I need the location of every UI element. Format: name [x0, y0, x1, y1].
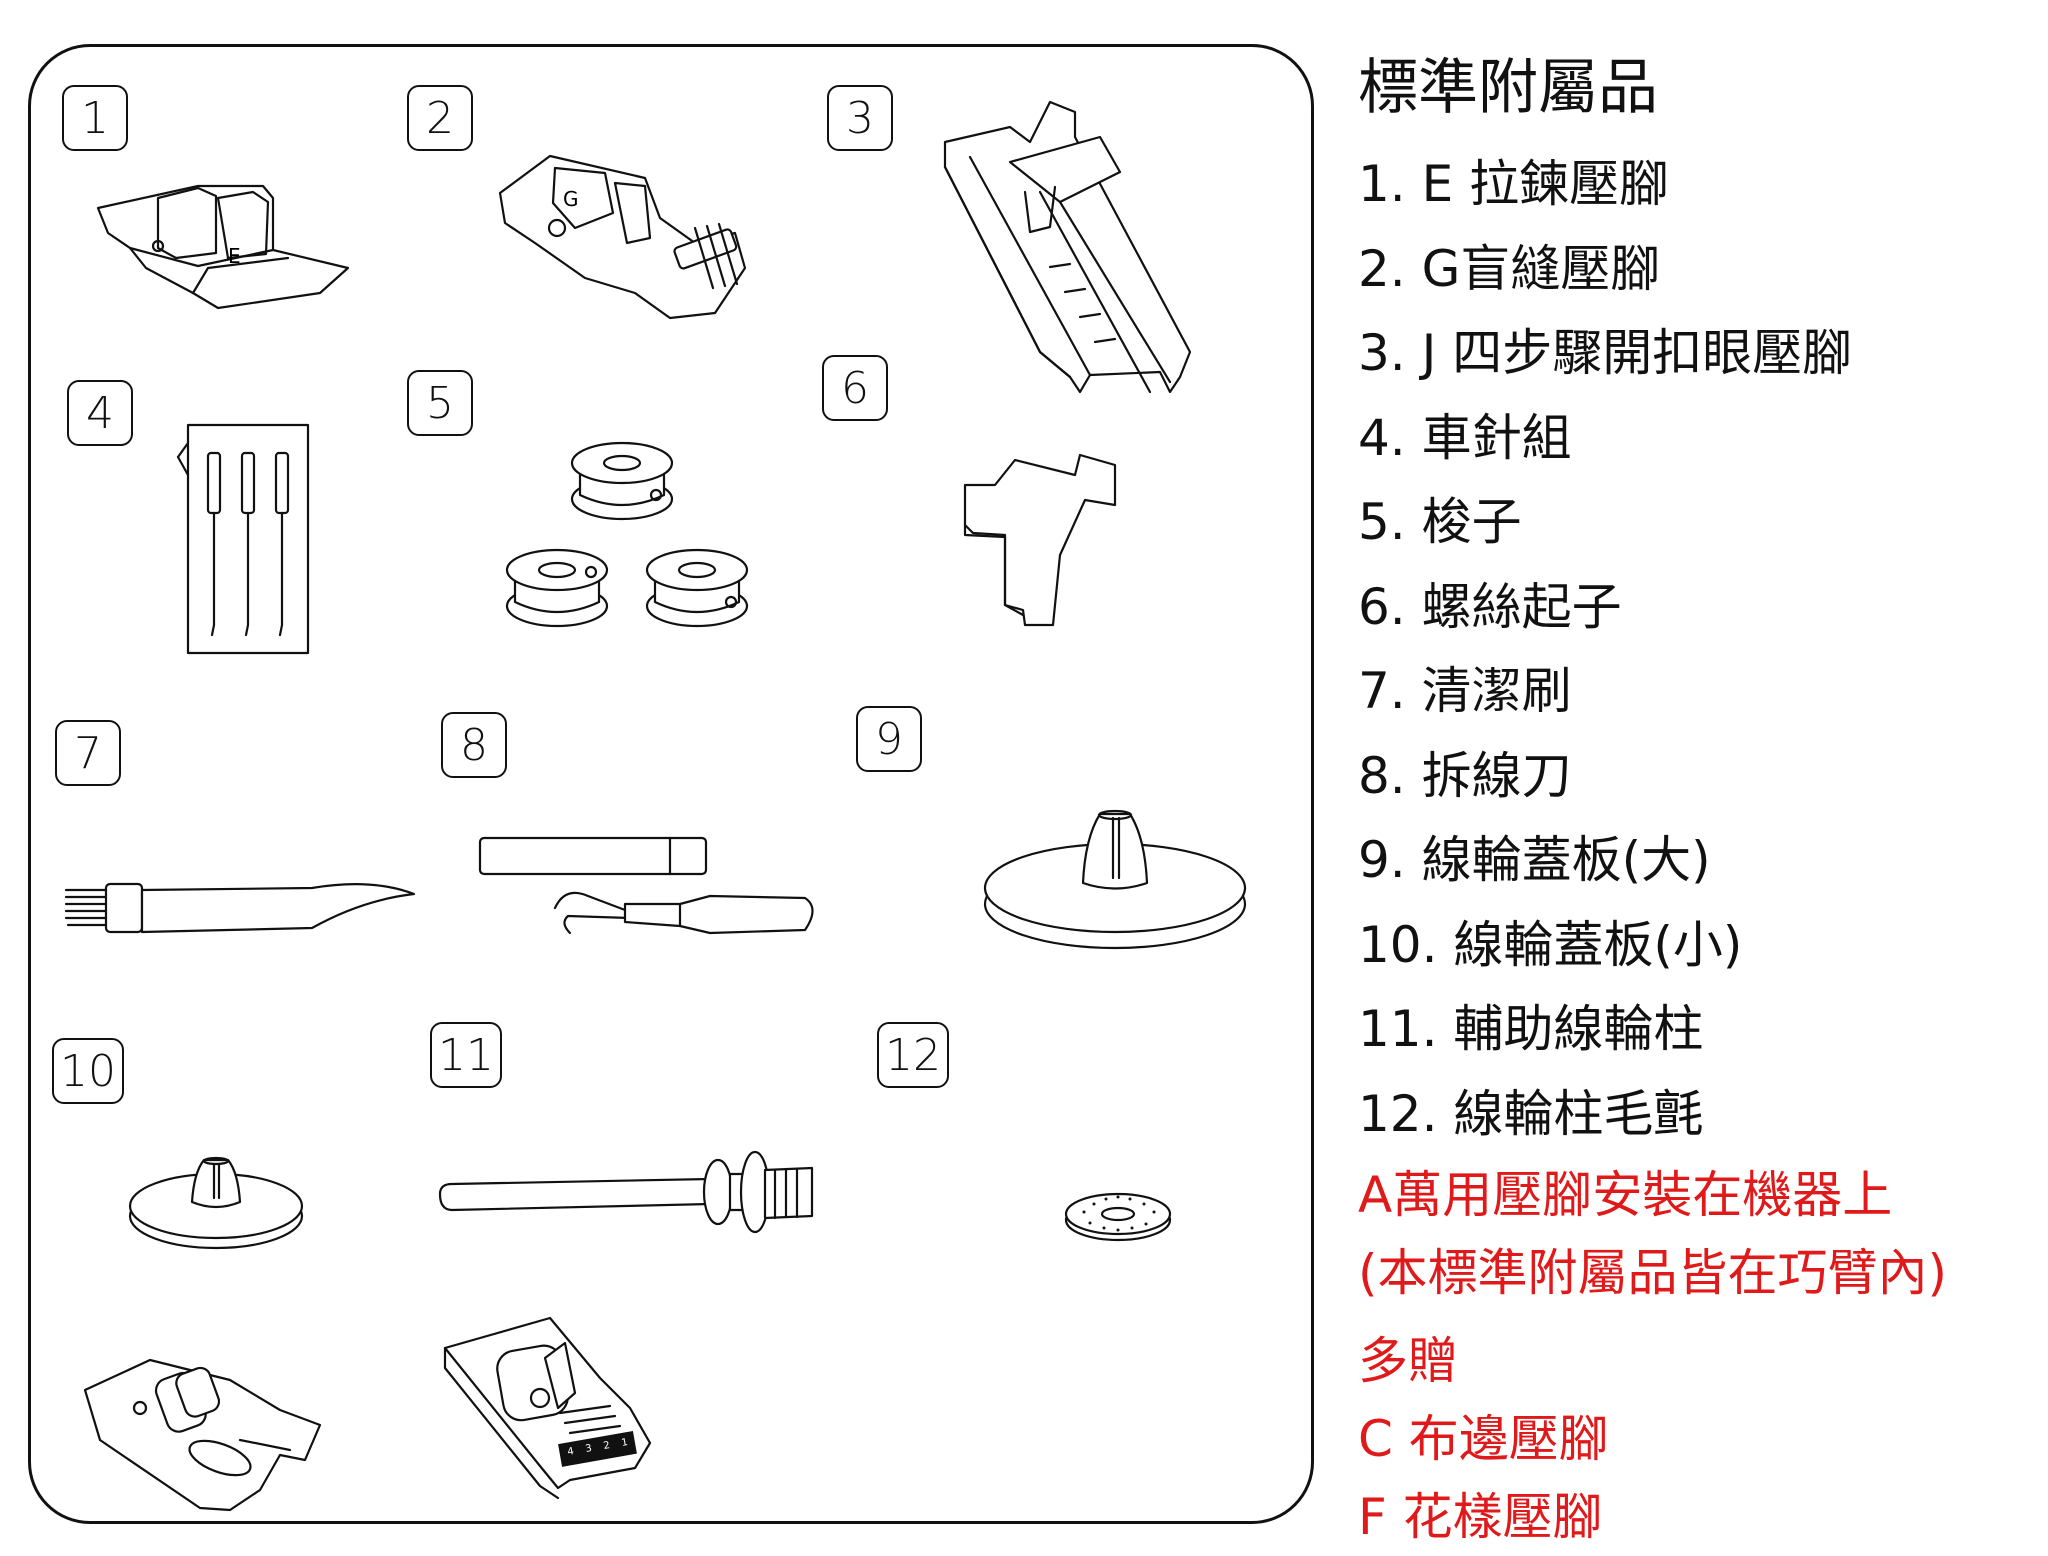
badge-5: 5: [407, 370, 473, 436]
legend-note-installed-foot: A萬用壓腳安裝在機器上: [1358, 1166, 1893, 1224]
legend-item-6: 6. 螺絲起子: [1358, 577, 1622, 636]
legend-item-7: 7. 清潔刷: [1358, 662, 1572, 720]
needle-set-illustration: [176, 423, 310, 655]
legend-title: 標準附屬品: [1358, 53, 1658, 123]
felt-dots: [1082, 1195, 1156, 1232]
cleaning-brush-illustration: [64, 882, 416, 934]
bobbins-illustration: [505, 441, 749, 628]
badge-3: 3: [827, 85, 893, 151]
legend-item-11: 11. 輔助線輪柱: [1358, 1000, 1704, 1058]
auxiliary-spool-pin-illustration: [438, 1150, 814, 1234]
badge-4: 4: [67, 380, 133, 446]
badge-10: 10: [52, 1038, 124, 1104]
needle-2: [240, 451, 256, 637]
spool-cap-small-illustration: [128, 1156, 304, 1250]
seam-ripper-body: [553, 891, 814, 935]
e-foot-letter: E: [228, 244, 241, 268]
badge-11: 11: [430, 1022, 502, 1088]
accessory-legend: 標準附屬品 1. E 拉鍊壓腳 2. G盲縫壓腳 3. J 四步驟開扣眼壓腳 4…: [1358, 48, 2038, 1556]
badge-1: 1: [62, 85, 128, 151]
badge-8: 8: [441, 712, 507, 778]
badge-12: 12: [877, 1022, 949, 1088]
bobbin-right: [645, 548, 749, 628]
ruler-marks: 4 3 2 1: [567, 1437, 629, 1458]
legend-bonus-item-f: F 花樣壓腳: [1358, 1488, 1603, 1546]
ruler-mark-2: 2: [603, 1440, 611, 1452]
legend-bonus-item-c: C 布邊壓腳: [1358, 1410, 1609, 1468]
ruler-mark-1: 1: [621, 1437, 629, 1449]
seam-ripper-cap: [478, 836, 708, 876]
legend-item-1: 1. E 拉鍊壓腳: [1358, 155, 1670, 213]
badge-2: 2: [407, 85, 473, 151]
legend-bonus-title: 多贈: [1358, 1332, 1458, 1390]
legend-item-5: 5. 梭子: [1358, 493, 1522, 551]
legend-item-8: 8. 拆線刀: [1358, 746, 1572, 805]
legend-item-3: 3. J 四步驟開扣眼壓腳: [1358, 324, 1853, 382]
spool-pin-felt-illustration: [1064, 1192, 1172, 1242]
buttonhole-foot-j-illustration: [943, 100, 1192, 394]
g-foot-letter: G: [563, 187, 579, 211]
legend-item-9: 9. 線輪蓋板(大): [1358, 831, 1711, 889]
spool-cap-large-illustration: [983, 809, 1247, 950]
pattern-foot-f-illustration: 4 3 2 1: [443, 1316, 652, 1500]
needle-3: [274, 451, 290, 637]
blind-hem-foot-g-illustration: G: [498, 154, 747, 320]
bobbin-left: [505, 548, 609, 628]
badge-6: 6: [822, 355, 888, 421]
zipper-foot-e-illustration: E: [96, 184, 350, 310]
ruler-mark-3: 3: [585, 1443, 593, 1455]
legend-item-4: 4. 車針組: [1358, 408, 1572, 467]
legend-item-10: 10. 線輪蓋板(小): [1358, 915, 1743, 974]
accessories-panel: [28, 44, 1314, 1524]
badge-9: 9: [856, 706, 922, 772]
legend-item-2: 2. G盲縫壓腳: [1358, 239, 1661, 298]
needle-1: [206, 451, 222, 637]
edge-foot-c-illustration: [83, 1358, 322, 1512]
legend-item-12: 12. 線輪柱毛氈: [1358, 1084, 1704, 1143]
legend-note-storage: (本標準附屬品皆在巧臂內): [1358, 1244, 1948, 1302]
legend-spacer: [1358, 1312, 2038, 1322]
seam-ripper-illustration: [478, 836, 814, 935]
brush-bristles: [64, 888, 108, 927]
badge-7: 7: [55, 720, 121, 786]
screwdriver-illustration: [963, 453, 1117, 627]
bobbin-top: [570, 441, 674, 521]
ruler-mark-4: 4: [567, 1446, 575, 1458]
